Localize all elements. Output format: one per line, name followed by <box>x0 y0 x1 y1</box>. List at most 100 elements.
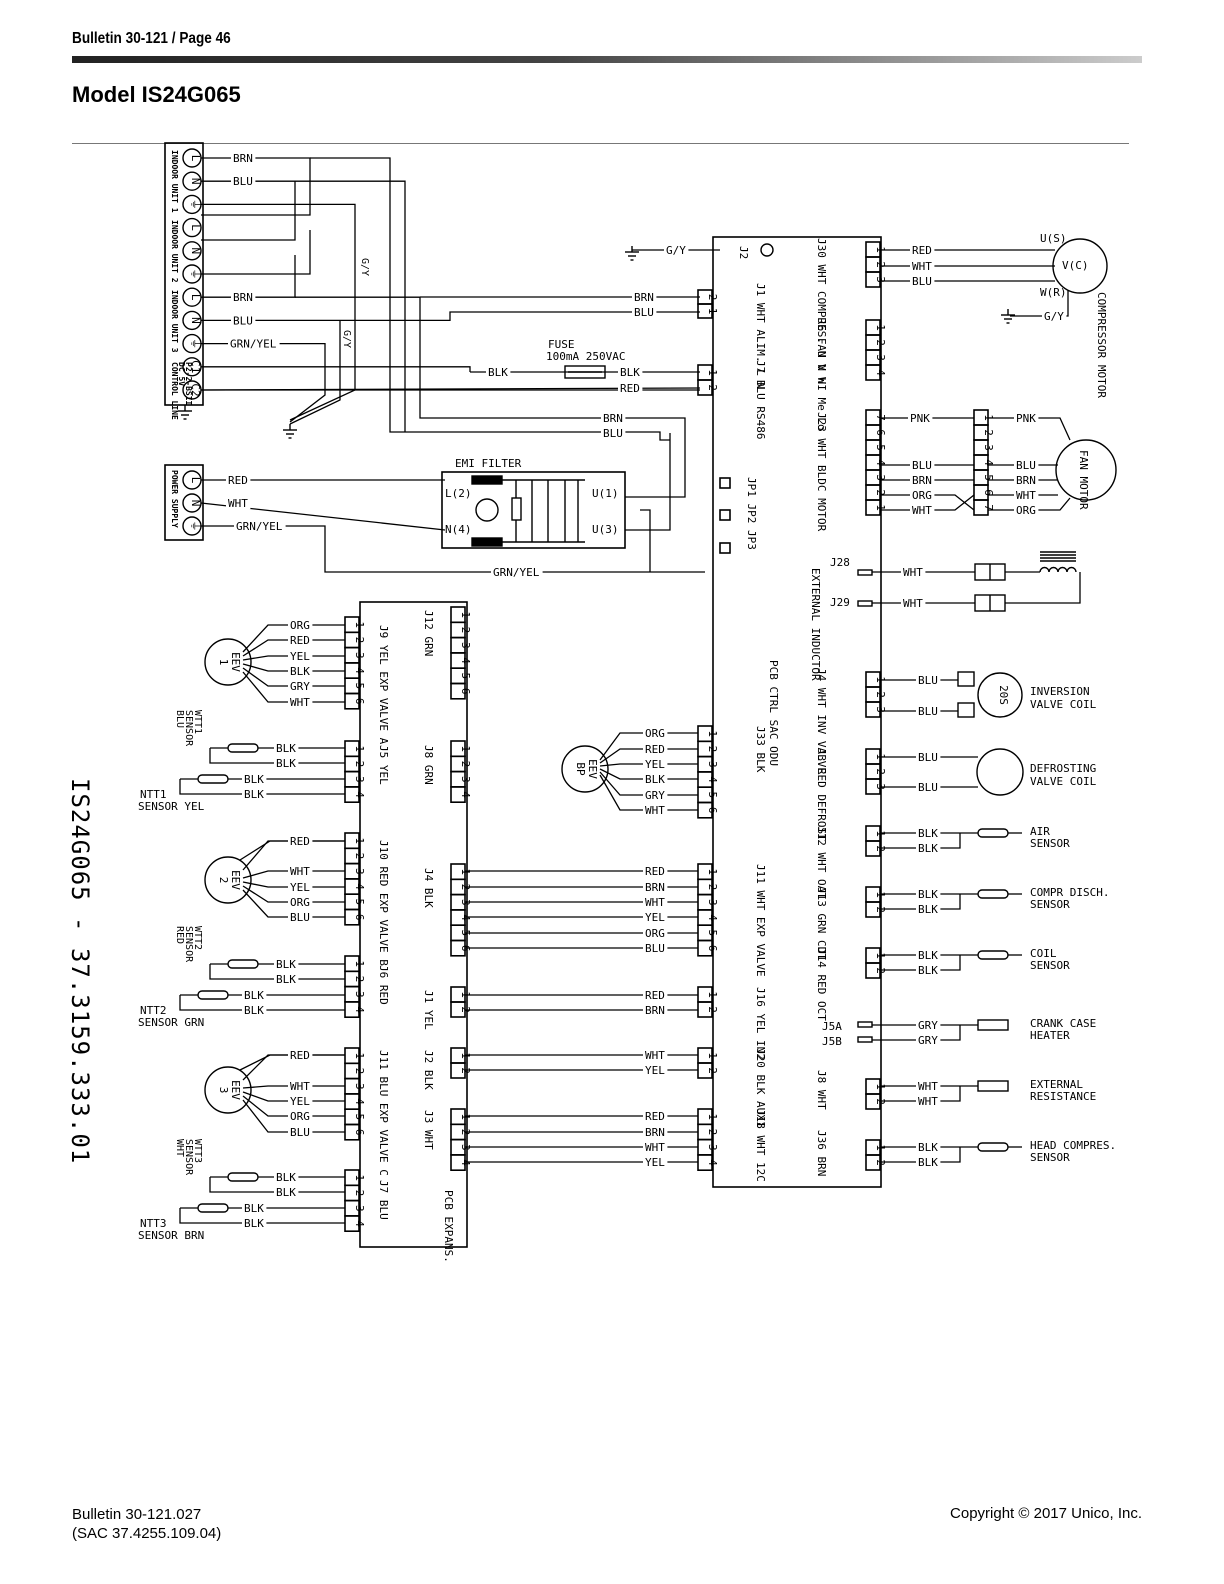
pcb-expans-box <box>359 601 468 1248</box>
wire-label: RED <box>645 989 665 1002</box>
indoor-terminal-block <box>164 142 204 406</box>
wire-label: RED <box>290 634 310 647</box>
pin-number: 7 <box>982 504 995 511</box>
emi-out-2 <box>625 505 671 531</box>
wire-label-bg <box>242 1004 267 1016</box>
indoor-gy-3 <box>289 320 341 425</box>
label: J1 YEL <box>422 990 435 1030</box>
label: J2 <box>737 246 750 259</box>
label: J11 BLU EXP VALVE C <box>377 1050 390 1176</box>
wire-label: WHT <box>645 1141 665 1154</box>
eev2-red <box>239 840 345 861</box>
wire-label: WHT <box>903 566 923 579</box>
label: NTT3 <box>140 1217 167 1230</box>
pcb-j14-connector <box>865 947 881 979</box>
wire-label-bg <box>916 781 941 793</box>
label: J4 WHT INV VALVE <box>815 668 828 774</box>
pcb-j23-connector <box>865 409 881 516</box>
pin-number: 3 <box>353 868 366 875</box>
pin-number: 1 <box>982 414 995 421</box>
pin-number: 6 <box>706 807 719 814</box>
label: INDOOR UNIT 2 <box>170 220 179 283</box>
terminal-circle <box>182 217 202 238</box>
wire-label: GRN/YEL <box>230 338 277 351</box>
wire-label-bg <box>288 911 313 923</box>
label: J28 <box>830 556 850 569</box>
wire-label: YEL <box>290 881 310 894</box>
connector-pin <box>865 840 881 857</box>
wire-label-bg <box>916 1156 941 1168</box>
wire-label-bg <box>234 520 286 532</box>
label: G/Y <box>359 258 370 276</box>
wire-label-bg <box>643 727 668 739</box>
pin-number: 2 <box>353 853 366 860</box>
label: J5B <box>822 1035 842 1048</box>
wire-label: RED <box>290 1049 310 1062</box>
wire-label-bg <box>231 152 256 164</box>
wire-label: BLK <box>276 1186 296 1199</box>
wire-label: PNK <box>910 412 930 425</box>
wire-label-bg <box>643 743 668 755</box>
wire-label: BRN <box>233 152 253 165</box>
wire-label: RED <box>228 474 248 487</box>
wire-label-bg <box>643 1049 668 1061</box>
pin-number: 5 <box>353 683 366 690</box>
bulletin-header: Bulletin 30-121 / Page 46 <box>72 30 231 47</box>
label: FAN MOTOR <box>1077 450 1090 510</box>
crank-heater <box>977 1019 1009 1031</box>
label: EEV <box>229 870 242 890</box>
pin-number: 4 <box>874 369 887 376</box>
fan-intermediate-connector <box>973 409 989 516</box>
indoor-gy-2 <box>201 230 311 275</box>
label: AIR <box>1030 825 1050 838</box>
footer-copyright: Copyright © 2017 Unico, Inc. <box>950 1505 1142 1522</box>
pcb-j18-connector <box>697 1108 713 1172</box>
brn-to-emi <box>295 296 686 480</box>
exp-j3-connector <box>450 1108 466 1172</box>
wire-label: WHT <box>290 865 310 878</box>
sensor2-wtt-sensor <box>227 959 259 969</box>
connector-pin <box>865 962 881 979</box>
connector-pin <box>697 303 713 319</box>
pin-number: 4 <box>982 459 995 466</box>
pin-number: 6 <box>353 1129 366 1136</box>
wire-label: BLU <box>290 1126 310 1139</box>
terminal-label: N <box>189 178 202 185</box>
pin-number: 1 <box>706 308 719 315</box>
label: J3 WHT <box>422 1110 435 1150</box>
compressor-motor-circle <box>1052 238 1108 294</box>
wire-label: BRN <box>634 291 654 304</box>
mid-ground <box>283 424 297 439</box>
pcb-j7-connector <box>697 364 713 396</box>
power-terminal-block <box>164 464 204 541</box>
pin-number: 4 <box>459 1159 472 1166</box>
wire-label: G/Y <box>1044 310 1064 323</box>
wire-label-bg <box>601 427 626 439</box>
wire-label-bg <box>910 244 935 256</box>
terminal-circle <box>182 380 202 400</box>
compr-disch-blk2 <box>880 894 961 910</box>
label: NTT1 <box>140 788 167 801</box>
label: J13 GRN CDT <box>815 887 828 960</box>
wire-label: WHT <box>290 1080 310 1093</box>
pin-number: 2 <box>459 1006 472 1013</box>
terminal-label: C2 <box>189 383 202 396</box>
wire-label-bg <box>242 1202 267 1214</box>
label: INDOOR UNIT 3 <box>170 290 179 353</box>
pin-number: 5 <box>459 930 472 937</box>
connector-pin <box>344 1001 360 1019</box>
pin-number: 4 <box>459 791 472 798</box>
exp-j10-connector <box>344 832 360 926</box>
label: EMI FILTER <box>455 457 522 470</box>
pin-number: 4 <box>706 776 719 783</box>
label: EEV <box>586 759 599 779</box>
pin-number: 3 <box>459 776 472 783</box>
indoor-grnyel <box>201 342 326 423</box>
wire-label: YEL <box>290 1095 310 1108</box>
sensor1-wtt-sensor <box>227 743 259 753</box>
label: 20S <box>997 685 1010 705</box>
wire-label-bg <box>916 1141 941 1153</box>
model-title: Model IS24G065 <box>72 82 241 107</box>
pin-number: 1 <box>706 868 719 875</box>
title-rule <box>72 143 1129 144</box>
